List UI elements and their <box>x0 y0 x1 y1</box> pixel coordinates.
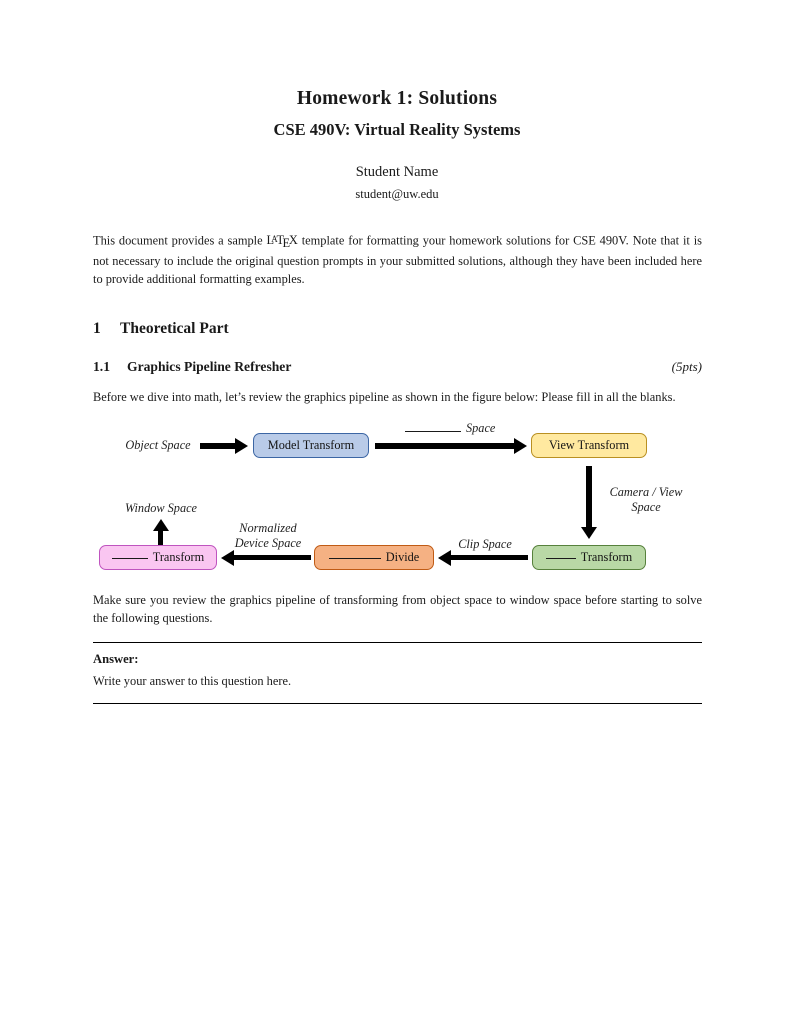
author-email: student@uw.edu <box>355 187 439 201</box>
latex-logo: LATEX <box>266 233 298 251</box>
camera-view-space-label: Camera / View Space <box>609 485 683 514</box>
author-name: Student Name <box>355 164 439 180</box>
window-space-label: Window Space <box>124 501 198 515</box>
doc-title: Homework 1: Solutions <box>296 88 498 109</box>
subsection-heading: 1.1 Graphics Pipeline Refresher <box>93 359 291 375</box>
intro-paragraph: This document provides a sample LATEX te… <box>93 231 702 289</box>
arrow-transform-to-divide <box>438 550 528 566</box>
answer-label: Answer: <box>93 652 139 666</box>
subsection-title: Graphics Pipeline Refresher <box>127 359 292 374</box>
section-number: 1 <box>93 320 101 337</box>
arrow-object-to-model <box>200 438 248 454</box>
blank-line <box>545 556 576 559</box>
subsection-row: 1.1 Graphics Pipeline Refresher (5pts) <box>93 359 702 375</box>
pipeline-intro-paragraph: Before we dive into math, let’s review t… <box>93 390 676 404</box>
blank-line <box>405 429 461 432</box>
answer-rule-bottom <box>93 703 702 705</box>
answer-rule-top <box>93 642 702 644</box>
section-title: Theoretical Part <box>120 320 229 337</box>
section-heading: 1 Theoretical Part <box>93 320 229 338</box>
outro-paragraph: Make sure you review the graphics pipeli… <box>93 593 702 625</box>
subsection-number: 1.1 <box>93 359 110 374</box>
bottom-right-transform-box: Transform <box>532 545 646 570</box>
pipeline-figure: Object Space Model Transform Space View … <box>0 418 794 588</box>
blank-line <box>111 556 148 559</box>
points-label: (5pts) <box>671 359 702 374</box>
model-transform-box: Model Transform <box>253 433 369 458</box>
arrow-model-to-view <box>375 438 527 454</box>
blank-space-label: Space <box>405 421 515 436</box>
blank-line <box>328 556 381 559</box>
answer-body: Write your answer to this question here. <box>93 674 292 688</box>
arrow-view-down <box>581 466 597 539</box>
divide-box: Divide <box>314 545 434 570</box>
view-transform-box: View Transform <box>531 433 647 458</box>
normalized-device-space-label: Normalized Device Space <box>234 521 302 550</box>
intro-post-latex: template for formatting your homework so… <box>93 233 702 287</box>
bottom-left-transform-box: Transform <box>99 545 217 570</box>
clip-space-label: Clip Space <box>458 537 512 551</box>
arrow-divide-to-transform <box>221 550 311 566</box>
intro-pre-latex: This document provides a sample <box>93 233 267 248</box>
course-subtitle: CSE 490V: Virtual Reality Systems <box>273 120 521 139</box>
object-space-label: Object Space <box>125 438 191 452</box>
arrow-window-up <box>153 519 169 546</box>
